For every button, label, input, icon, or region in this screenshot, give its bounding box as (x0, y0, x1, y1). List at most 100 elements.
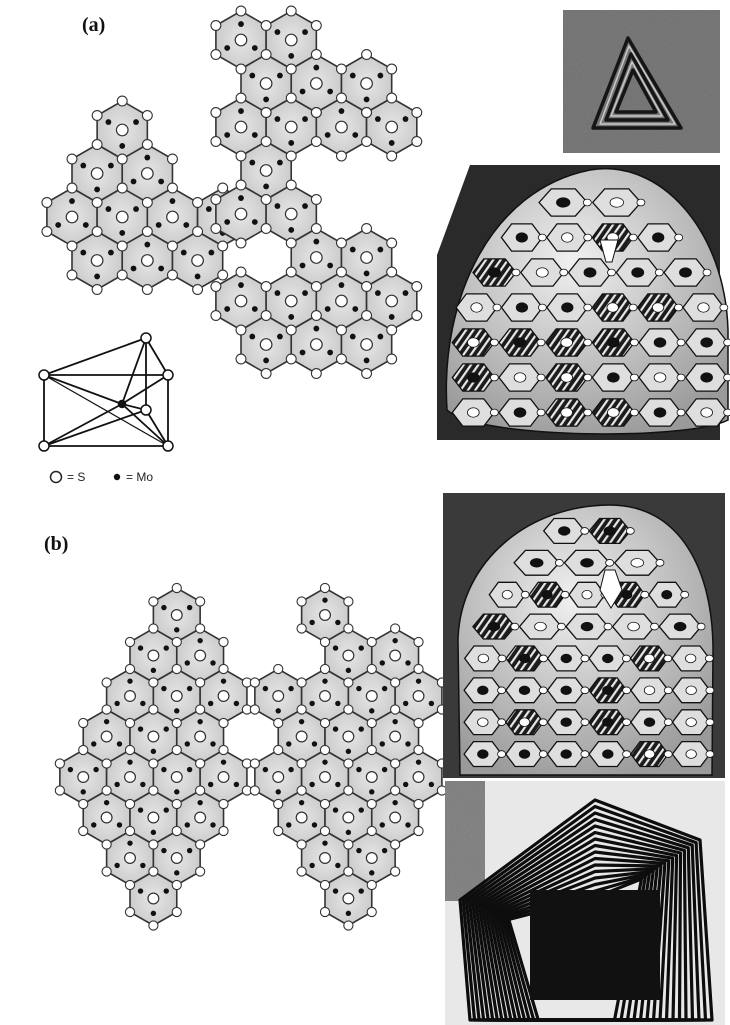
sulfur-atom (362, 369, 372, 379)
molybdenum-atom (161, 767, 166, 772)
molybdenum-atom (238, 21, 244, 27)
sulfur-atom (219, 664, 228, 673)
molybdenum-atom (325, 132, 331, 138)
sulfur-atom (337, 238, 347, 248)
molybdenum-atom (238, 108, 244, 114)
sulfur-atom (125, 799, 134, 808)
sulfur-atom (311, 369, 321, 379)
sulfur-atom (149, 921, 158, 930)
sulfur-atom (219, 826, 228, 835)
sulfur-atom (125, 718, 134, 727)
mos2-lattice-b-left (55, 583, 251, 930)
sulfur-atom (320, 799, 329, 808)
sulfur-atom (148, 731, 159, 742)
molybdenum-atom (127, 678, 132, 683)
molybdenum-atom (263, 767, 268, 772)
molybdenum-atom (302, 203, 308, 209)
molybdenum-atom (187, 605, 192, 610)
molybdenum-atom (93, 767, 98, 772)
sulfur-atom (412, 137, 422, 147)
molybdenum-atom (185, 741, 190, 746)
sulfur-atom (67, 183, 77, 193)
sulfur-atom (196, 705, 205, 714)
molybdenum-atom (144, 242, 150, 248)
sulfur-atom (362, 108, 372, 118)
molybdenum-atom (140, 701, 145, 706)
mos2-lattice-b-right (250, 583, 446, 930)
sulfur-atom (274, 718, 283, 727)
molybdenum-atom (429, 701, 434, 706)
sulfur-atom (236, 6, 246, 16)
sulfur-atom (172, 907, 181, 916)
molybdenum-atom (94, 274, 100, 280)
sulfur-atom (320, 745, 329, 754)
molybdenum-atom (252, 219, 258, 225)
sulfur-symbol (51, 472, 62, 483)
molybdenum-atom (333, 645, 338, 650)
sulfur-atom (367, 826, 376, 835)
molybdenum-atom (364, 358, 370, 364)
molybdenum-atom (377, 247, 383, 253)
molybdenum-atom (117, 822, 122, 827)
sulfur-atom (297, 840, 306, 849)
molybdenum-atom (416, 759, 421, 764)
sulfur-atom (125, 664, 134, 673)
molybdenum-atom (161, 686, 166, 691)
molybdenum-atom (197, 800, 202, 805)
molybdenum-atom (187, 767, 192, 772)
sulfur-atom (168, 183, 178, 193)
sulfur-atom (142, 285, 152, 295)
legend: = S = Mo (51, 470, 154, 484)
sulfur-atom (196, 759, 205, 768)
molybdenum-atom (275, 116, 281, 122)
molybdenum-atom (208, 782, 213, 787)
sulfur-atom (297, 678, 306, 687)
molybdenum-atom (252, 132, 258, 138)
sulfur-atom (236, 238, 246, 248)
molybdenum-atom (288, 227, 294, 233)
sulfur-atom (235, 121, 247, 133)
sulfur-atom (236, 180, 246, 190)
sulfur-atom (297, 786, 306, 795)
molybdenum-atom (263, 686, 268, 691)
sulfur-atom (285, 34, 297, 46)
molybdenum-atom (249, 334, 255, 340)
molybdenum-atom (359, 888, 364, 893)
sulfur-atom (285, 208, 297, 220)
sulfur-atom (149, 624, 158, 633)
sulfur-atom (149, 867, 158, 876)
molybdenum-atom (114, 701, 119, 706)
sulfur-atom (172, 637, 181, 646)
molybdenum-atom (309, 782, 314, 787)
sulfur-atom (367, 799, 376, 808)
molybdenum-atom (263, 184, 269, 190)
sulfur-atom (167, 211, 179, 223)
sulfur-atom (362, 311, 372, 321)
molybdenum-atom (380, 822, 385, 827)
sulfur-atom (102, 786, 111, 795)
molybdenum-atom (151, 830, 156, 835)
sulfur-atom (67, 154, 77, 164)
sulfur-atom (117, 154, 127, 164)
molybdenum-atom (416, 678, 421, 683)
sulfur-atom (235, 208, 247, 220)
molybdenum-atom (403, 290, 409, 296)
molybdenum-atom (313, 65, 319, 71)
molybdenum-atom (352, 132, 358, 138)
sulfur-atom (125, 691, 136, 702)
molybdenum-atom (392, 638, 397, 643)
sulfur-atom (172, 718, 181, 727)
molybdenum-atom (339, 108, 345, 114)
dome-model-b (443, 493, 725, 778)
molybdenum-atom (174, 627, 179, 632)
sulfur-atom (172, 745, 181, 754)
molybdenum-atom (208, 250, 214, 256)
sulfur-atom (311, 21, 321, 31)
molybdenum-atom (210, 822, 215, 827)
sulfur-atom (344, 705, 353, 714)
sulfur-atom (195, 650, 206, 661)
molybdenum-atom (131, 266, 137, 272)
sulfur-atom (343, 893, 354, 904)
molybdenum-atom (174, 708, 179, 713)
sulfur-atom (320, 826, 329, 835)
